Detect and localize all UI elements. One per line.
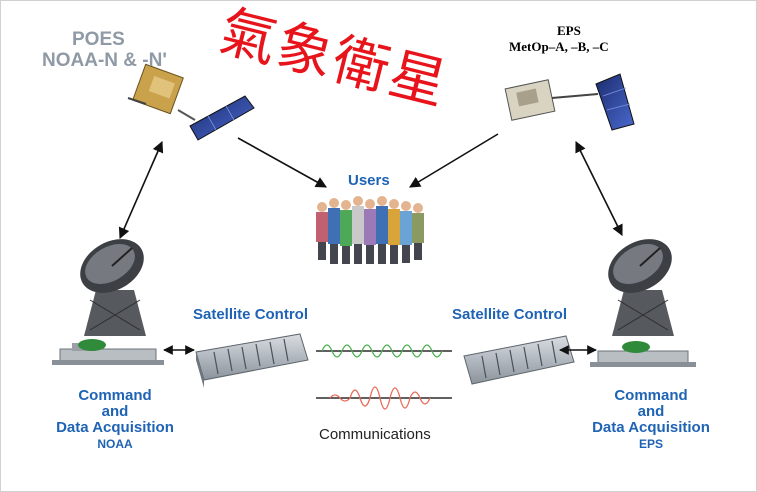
right-control-building-icon: [463, 335, 575, 385]
eps-ground-station-icon: [590, 341, 696, 367]
command-left-line1: Command: [78, 387, 152, 404]
users-group-icon: [316, 196, 424, 264]
red-wave: [329, 386, 431, 410]
command-right-block: Command and Data Acquisition EPS: [566, 388, 736, 452]
arrow-eps-to-users: [409, 133, 499, 188]
eps-satellite-label-line1: EPS: [557, 23, 581, 38]
satellite-control-left-label: Satellite Control: [193, 306, 309, 323]
arrow-eps-ground-link: [575, 140, 623, 237]
command-right-line2: and: [637, 403, 665, 420]
command-right-line1: Command: [614, 387, 688, 404]
eps-satellite-icon: [504, 73, 635, 131]
left-control-building-icon: [195, 333, 309, 388]
communications-waves: [316, 344, 452, 410]
command-left-agency: NOAA: [97, 437, 133, 451]
green-wave: [321, 344, 443, 358]
command-left-line2: and: [101, 403, 129, 420]
command-right-agency: EPS: [638, 437, 663, 451]
noaa-ground-station-icon: [52, 339, 164, 365]
users-label: Users: [348, 172, 390, 189]
command-left-line3: Data Acquisition: [56, 419, 174, 436]
satellite-control-right-label: Satellite Control: [452, 306, 568, 323]
noaa-ground-antenna-icon: [80, 239, 146, 336]
noaa-satellite-label-line1: POES: [72, 29, 125, 50]
arrow-noaa-to-users: [237, 137, 327, 188]
noaa-satellite-label-line2: NOAA-N & -N': [42, 50, 167, 71]
eps-ground-antenna-icon: [608, 239, 674, 336]
arrow-noaa-ground-link: [118, 140, 164, 240]
command-right-line3: Data Acquisition: [592, 419, 710, 436]
communications-label: Communications: [319, 426, 431, 443]
eps-satellite-label-line2: MetOp–A, –B, –C: [509, 39, 609, 54]
noaa-satellite-icon: [127, 63, 255, 141]
command-left-block: Command and Data Acquisition NOAA: [30, 388, 200, 452]
